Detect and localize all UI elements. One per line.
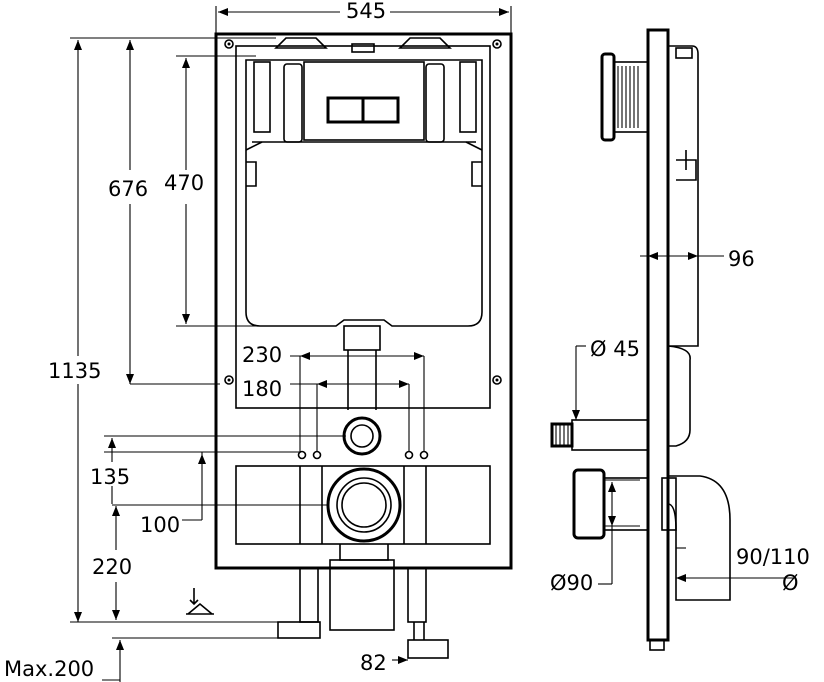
waste-bend xyxy=(667,475,731,601)
flush-plate-opening xyxy=(303,61,425,141)
label-height-676: 676 xyxy=(108,177,148,201)
label-pipe-90: Ø90 xyxy=(550,571,593,595)
inner-panel xyxy=(235,45,491,409)
cistern-profile xyxy=(668,45,699,347)
flush-inlet xyxy=(342,416,382,456)
label-depth-96: 96 xyxy=(728,247,755,271)
label-spacing-230: 230 xyxy=(242,343,282,367)
waste-pipe xyxy=(329,559,395,631)
label-pipe-45: Ø 45 xyxy=(590,337,640,361)
frame-legs xyxy=(277,567,449,659)
mounting-screws xyxy=(224,39,502,385)
top-hook-right xyxy=(398,37,452,49)
side-frame-post xyxy=(646,28,670,642)
frame-outline xyxy=(214,32,513,570)
front-dimensions xyxy=(70,6,512,682)
label-pipe-90-110: 90/110 xyxy=(736,545,810,569)
side-view xyxy=(550,28,731,651)
waste-outlet xyxy=(326,467,402,543)
label-height-total: 1135 xyxy=(48,359,101,383)
flush-pipe xyxy=(343,325,381,351)
label-phi-symbol: Ø xyxy=(782,571,799,595)
flush-actuator xyxy=(600,52,616,142)
floor-level-icon xyxy=(187,602,213,615)
label-height-220: 220 xyxy=(92,555,132,579)
waste-connector xyxy=(572,468,606,540)
inlet-pipe xyxy=(571,419,649,451)
front-view xyxy=(186,32,513,659)
label-offset-100: 100 xyxy=(140,513,180,537)
label-foot-82: 82 xyxy=(360,651,387,675)
side-dimensions xyxy=(572,252,796,585)
label-height-470: 470 xyxy=(164,171,204,195)
label-spacing-180: 180 xyxy=(242,377,282,401)
top-hook-left xyxy=(274,37,328,49)
label-height-135: 135 xyxy=(90,465,130,489)
label-max-200: Max.200 xyxy=(4,657,94,681)
cistern-tank xyxy=(245,59,483,327)
label-width: 545 xyxy=(346,0,386,23)
